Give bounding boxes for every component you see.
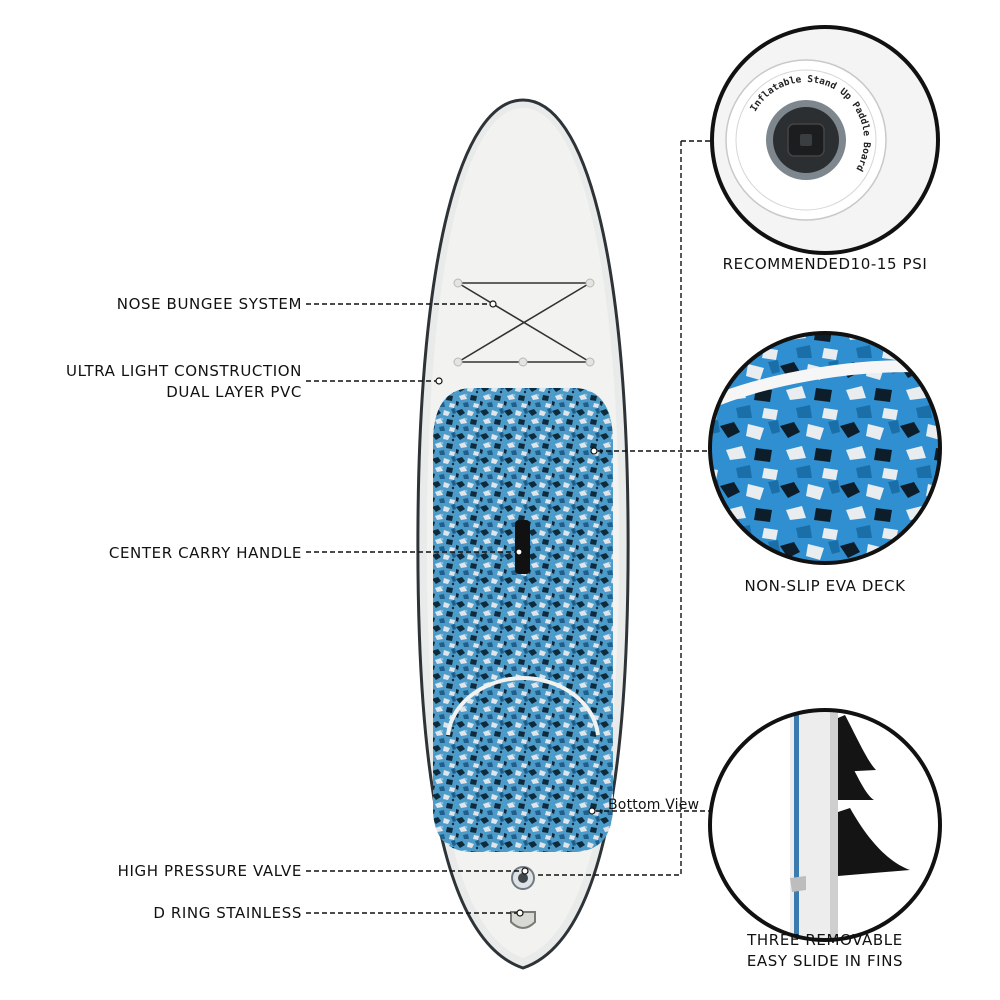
label-fins-line1: THREE REMOVABLE bbox=[747, 931, 903, 949]
carry-handle-icon bbox=[515, 520, 530, 574]
label-construction-line1: ULTRA LIGHT CONSTRUCTION bbox=[66, 362, 302, 380]
label-construction: ULTRA LIGHT CONSTRUCTION DUAL LAYER PVC bbox=[66, 361, 302, 403]
label-bottom-view: Bottom View bbox=[608, 795, 699, 816]
label-fins: THREE REMOVABLE EASY SLIDE IN FINS bbox=[705, 930, 945, 972]
label-d-ring: D RING STAINLESS bbox=[153, 903, 302, 924]
label-psi-text: RECOMMENDED10-15 PSI bbox=[722, 255, 928, 273]
label-d-ring-text: D RING STAINLESS bbox=[153, 904, 302, 922]
deck-closeup bbox=[708, 331, 942, 565]
label-valve: HIGH PRESSURE VALVE bbox=[118, 861, 302, 882]
leader-dots-left bbox=[435, 300, 529, 917]
paddle-board bbox=[416, 98, 630, 970]
label-deck-text: NON-SLIP EVA DECK bbox=[744, 577, 906, 595]
label-nose-bungee-text: NOSE BUNGEE SYSTEM bbox=[116, 295, 302, 313]
label-fins-line2: EASY SLIDE IN FINS bbox=[746, 952, 904, 970]
label-carry-handle-text: CENTER CARRY HANDLE bbox=[108, 544, 302, 562]
label-valve-text: HIGH PRESSURE VALVE bbox=[117, 862, 302, 880]
label-deck: NON-SLIP EVA DECK bbox=[705, 576, 945, 597]
valve-closeup: Inflatable Stand Up Paddle Board bbox=[710, 25, 940, 255]
label-nose-bungee: NOSE BUNGEE SYSTEM bbox=[117, 294, 302, 315]
fin-2-icon bbox=[838, 752, 874, 800]
valve-on-board-icon bbox=[511, 866, 535, 890]
fin-3-icon bbox=[838, 808, 910, 876]
deck-kick-groove bbox=[446, 675, 600, 736]
label-carry-handle: CENTER CARRY HANDLE bbox=[109, 543, 302, 564]
eva-deck-pad bbox=[433, 388, 613, 852]
label-construction-line2: DUAL LAYER PVC bbox=[166, 383, 302, 401]
fins-closeup bbox=[708, 708, 942, 942]
leader-lines-right bbox=[538, 140, 712, 876]
d-ring-icon bbox=[510, 911, 536, 929]
leader-dots-right bbox=[588, 447, 598, 815]
label-bottom-view-text: Bottom View bbox=[608, 797, 700, 813]
leader-lines-left bbox=[306, 303, 522, 914]
bungee-anchor-points bbox=[453, 278, 595, 367]
label-psi: RECOMMENDED10-15 PSI bbox=[705, 254, 945, 275]
